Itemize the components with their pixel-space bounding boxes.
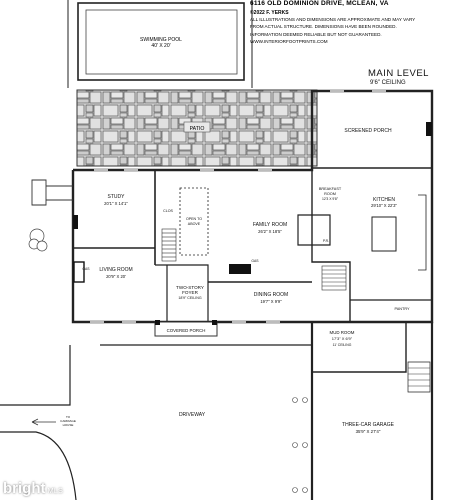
- study-label: STUDY: [108, 194, 126, 200]
- main-stair: [161, 228, 177, 262]
- watermark-brand: bright: [3, 480, 46, 497]
- property-address: 6116 OLD DOMINION DRIVE, MCLEAN, VA: [250, 0, 389, 7]
- mud-room-dims: 17'3" X 6'9": [332, 336, 353, 341]
- family-room-label: FAMILY ROOM: [253, 222, 287, 228]
- pool-dims: 40' X 20': [151, 43, 170, 49]
- disclaimer-line: ALL ILLUSTRATIONS AND DIMENSIONS ARE APP…: [250, 17, 416, 22]
- breakfast-label-2: ROOM: [324, 192, 336, 196]
- carriage-label-3: HOUSE: [63, 423, 74, 427]
- study-dims: 20'1" X 14'1": [104, 201, 128, 206]
- pool-outline: [77, 2, 245, 81]
- garage-stair-treads: [408, 367, 430, 387]
- foyer-ceiling: 18'9" CEILING: [178, 296, 202, 300]
- north-windows: [94, 90, 386, 171]
- mud-room-label: MUD ROOM: [330, 330, 355, 335]
- level-ceiling: 9'6" CEILING: [370, 80, 406, 86]
- gas-family-label: GAS: [251, 259, 259, 263]
- mud-room-ceiling: 11' CEILING: [333, 343, 352, 347]
- open-above-label: OPEN TO: [186, 217, 202, 221]
- pool-label: SWIMMING POOL: [140, 37, 182, 43]
- open-above-label-2: ABOVE: [188, 222, 201, 226]
- copyright: ©2022 F. YERKS: [250, 10, 289, 16]
- living-room-dims: 20'9" X 20': [106, 274, 126, 279]
- pool-inner: [85, 9, 238, 75]
- kitchen-dims: 29'10" X 22'3": [371, 203, 398, 208]
- kitchen-wall: [311, 170, 351, 322]
- pantry-label: PANTRY: [394, 307, 410, 311]
- porch-column-left: [155, 320, 160, 325]
- foyer-label-2: FOYER: [182, 290, 199, 295]
- breakfast-dims: 12'3 X 9'8": [322, 197, 339, 201]
- kitchen-counter: [418, 194, 427, 271]
- garage-outer-wall: [310, 322, 434, 500]
- plan-header: 6116 OLD DOMINION DRIVE, MCLEAN, VA ©202…: [250, 0, 454, 46]
- driveway-edge: [0, 344, 312, 500]
- foyer-label: TWO-STORY: [176, 285, 204, 290]
- pr-label: P.R.: [323, 239, 329, 243]
- pr-wall: [297, 214, 331, 246]
- open-above-dashed: [179, 187, 209, 256]
- foyer-wall: [155, 264, 209, 322]
- kitchen-island: [371, 216, 397, 252]
- patio-label: PATIO: [190, 126, 205, 132]
- mud-room-wall: [312, 322, 407, 373]
- carriage-label-2: CARRIAGE: [60, 419, 76, 423]
- level-title: MAIN LEVEL: [368, 68, 429, 79]
- patio-label-bg: [183, 121, 211, 133]
- covered-porch-label: COVERED PORCH: [167, 328, 206, 333]
- living-room-label: LIVING ROOM: [99, 267, 132, 273]
- wall-block-study: [73, 215, 78, 229]
- family-room-dims: 26'2" X 18'5": [258, 229, 282, 234]
- watermark-suffix: MLS: [47, 486, 63, 495]
- breakfast-label: BREAKFAST: [319, 187, 342, 191]
- website-url: WWW.INTERIORFOOTPRINTS.COM: [250, 39, 328, 45]
- screened-porch-label: SCREENED PORCH: [344, 128, 392, 134]
- disclaimer-line: INFORMATION DEEMED RELIABLE BUT NOT GUAR…: [250, 31, 382, 37]
- garage-label: THREE-CAR GARAGE: [342, 422, 395, 428]
- garage-posts: [292, 397, 308, 493]
- fireplace-family: [229, 264, 251, 274]
- garage-stair: [407, 361, 431, 393]
- gas-living-label: GAS: [82, 267, 90, 271]
- side-steps: [31, 179, 73, 206]
- clos-label: CLOS: [163, 209, 173, 213]
- carriage-arrow: [31, 418, 56, 426]
- carriage-label: TO: [66, 415, 71, 419]
- shrubs: [28, 228, 48, 252]
- porch-column-right: [212, 320, 217, 325]
- fireplace-screened: [426, 122, 432, 136]
- kitchen-label: KITCHEN: [373, 197, 395, 203]
- covered-porch: [154, 321, 218, 337]
- disclaimer-line: FROM ACTUAL STRUCTURE. DIMENSIONS HAVE B…: [250, 24, 397, 30]
- rear-stair: [321, 265, 347, 291]
- dining-room-dims: 19'7" X 9'9": [260, 299, 282, 304]
- dining-room-label: DINING ROOM: [254, 292, 288, 298]
- fireplace-living: [73, 261, 85, 283]
- garage-dims: 35'9" X 27'4": [356, 429, 381, 434]
- driveway-label: DRIVEWAY: [179, 412, 206, 418]
